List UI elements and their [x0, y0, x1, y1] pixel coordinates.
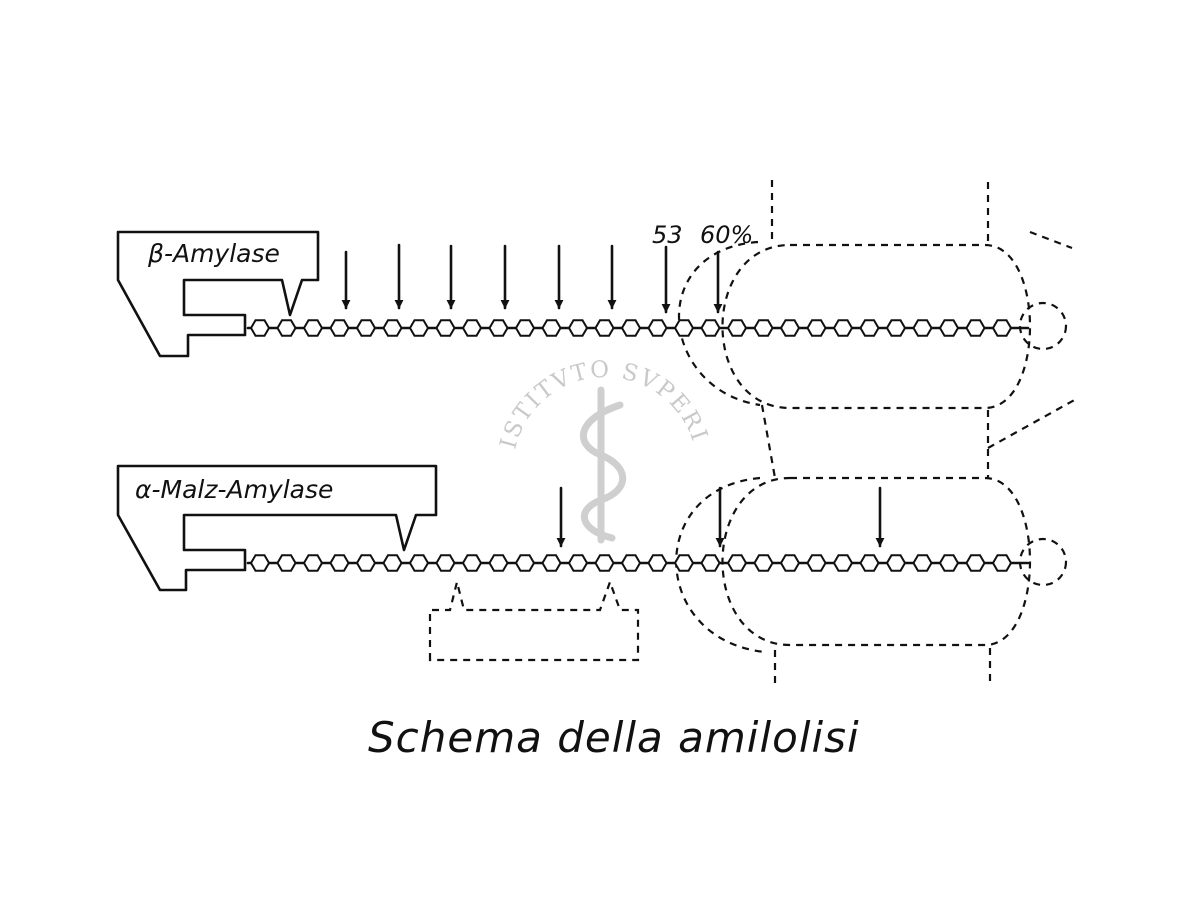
glucose-unit — [567, 554, 589, 572]
glucose-unit — [673, 319, 695, 337]
glucose-unit — [965, 319, 986, 337]
glucose-unit — [249, 554, 271, 572]
glucose-unit — [408, 554, 430, 572]
glucose-unit — [753, 554, 774, 572]
glucose-unit — [885, 554, 907, 572]
beta-cleavage-arrows: 53 60% — [341, 221, 753, 314]
glucose-unit — [382, 319, 403, 337]
glucose-unit — [647, 554, 668, 572]
glucose-unit — [779, 319, 801, 337]
glucose-unit — [594, 554, 615, 572]
glucose-unit — [806, 319, 827, 337]
glucose-unit — [329, 554, 350, 572]
alpha-amylase-enzyme: α-Malz-Amylase — [116, 464, 438, 592]
glucose-unit — [991, 554, 1013, 572]
beta-amylase-enzyme: β-Amylase — [116, 230, 320, 358]
glucose-unit — [832, 319, 854, 337]
glucose-unit — [488, 554, 509, 572]
glucose-unit — [594, 319, 615, 337]
glucose-unit — [514, 554, 536, 572]
dashed-molecule-outlines — [428, 180, 1079, 685]
glucose-unit — [329, 319, 350, 337]
glucose-unit — [461, 554, 483, 572]
glucose-unit — [435, 554, 456, 572]
glucose-unit — [382, 554, 403, 572]
glucose-unit — [965, 554, 986, 572]
glucose-unit — [753, 319, 774, 337]
glucose-unit — [355, 319, 377, 337]
rod-of-asclepius-icon — [579, 386, 627, 544]
glucose-unit — [567, 319, 589, 337]
glucose-unit — [700, 554, 721, 572]
glucose-unit — [488, 319, 509, 337]
diagram-caption: Schema della amilolisi — [368, 713, 860, 762]
glucose-unit — [779, 554, 801, 572]
glucose-unit — [912, 319, 933, 337]
glucose-unit — [541, 554, 562, 572]
glucose-unit — [832, 554, 854, 572]
glucose-unit — [938, 554, 960, 572]
glucose-unit — [620, 319, 642, 337]
percent-60-label: 60% — [700, 221, 753, 249]
glucose-unit — [249, 319, 271, 337]
glucose-unit — [620, 554, 642, 572]
glucose-unit — [276, 319, 297, 337]
glucose-unit — [726, 554, 748, 572]
glucose-unit — [514, 319, 536, 337]
glucose-unit — [461, 319, 483, 337]
glucose-unit — [938, 319, 960, 337]
watermark-text: ISTITVTO SVPERIORE DI SANITÀ — [0, 0, 712, 452]
glucose-chain-bottom — [246, 554, 1030, 572]
glucose-unit — [859, 319, 880, 337]
alpha-amylase-label: α-Malz-Amylase — [135, 475, 333, 504]
glucose-unit — [991, 319, 1013, 337]
glucose-unit — [408, 319, 430, 337]
watermark: ISTITVTO SVPERIORE DI SANITÀ — [0, 0, 712, 544]
glucose-unit — [806, 554, 827, 572]
glucose-unit — [435, 319, 456, 337]
beta-amylase-label: β-Amylase — [147, 239, 280, 268]
glucose-unit — [700, 319, 721, 337]
percent-53-label: 53 — [652, 221, 683, 249]
glucose-unit — [276, 554, 297, 572]
glucose-unit — [647, 319, 668, 337]
glucose-unit — [859, 554, 880, 572]
glucose-unit — [726, 319, 748, 337]
glucose-unit — [302, 319, 324, 337]
glucose-unit — [885, 319, 907, 337]
glucose-chain-top — [246, 319, 1030, 337]
glucose-unit — [673, 554, 695, 572]
glucose-unit — [355, 554, 377, 572]
glucose-unit — [912, 554, 933, 572]
glucose-unit — [302, 554, 324, 572]
alpha-cleavage-arrows — [556, 486, 885, 548]
glucose-unit — [541, 319, 562, 337]
